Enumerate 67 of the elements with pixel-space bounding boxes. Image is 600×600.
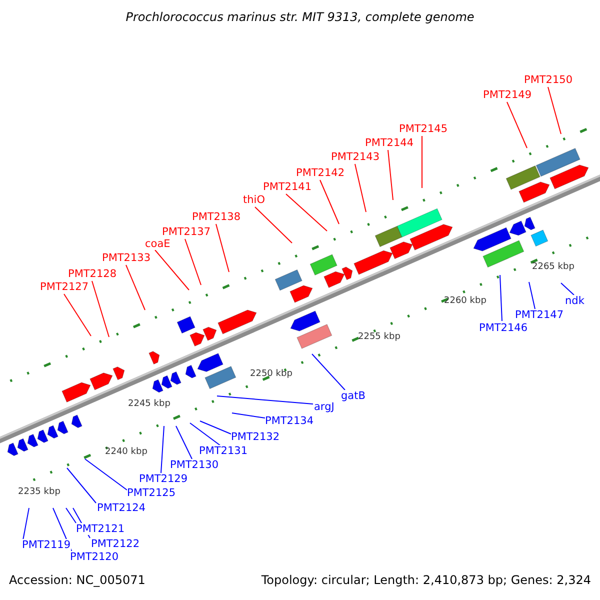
scale-label: 2250 kbp — [250, 368, 292, 380]
title: Prochlorococcus marinus str. MIT 9313, complete genome — [124, 11, 476, 23]
gene-label: thiO — [243, 194, 265, 206]
leader-line — [84, 458, 128, 490]
leader-line — [160, 426, 164, 474]
gene-label: PMT2131 — [199, 445, 248, 457]
scale-label: 2240 kbp — [105, 446, 148, 458]
gene-label: PMT2134 — [265, 415, 314, 427]
gene-label: PMT2122 — [91, 538, 140, 550]
gene-label: PMT2125 — [127, 487, 176, 499]
leader-line — [184, 238, 202, 286]
leader-line — [66, 468, 96, 504]
scale-label: 2255 kbp — [358, 331, 400, 343]
gene-label: PMT2144 — [365, 137, 414, 149]
gene-label: PMT2129 — [139, 473, 188, 485]
leader-line — [176, 426, 192, 460]
scale-label: 2260 kbp — [444, 295, 486, 307]
leader-line — [528, 282, 536, 310]
gene-label: PMT2145 — [399, 123, 448, 135]
leader-line — [500, 274, 502, 322]
leader-line — [154, 250, 190, 290]
leader-line — [254, 206, 292, 244]
leader-line — [216, 396, 314, 404]
gene-label: PMT2128 — [68, 268, 117, 280]
scale-label: 2235 kbp — [18, 486, 60, 498]
gene-label: PMT2143 — [331, 151, 380, 163]
gene-label: PMT2150 — [524, 74, 573, 86]
gene-label: PMT2120 — [70, 551, 119, 563]
gene-label: argJ — [314, 401, 334, 413]
scale-label: 2265 kbp — [532, 261, 574, 273]
leader-line — [126, 264, 146, 310]
leader-line — [232, 412, 266, 418]
gene-label: PMT2121 — [76, 523, 125, 535]
scale-label: 2245 kbp — [128, 398, 170, 410]
leader-line — [92, 280, 110, 338]
gene-label: PMT2137 — [162, 226, 211, 238]
gene-label: PMT2119 — [22, 539, 71, 551]
gene-label: PMT2133 — [102, 252, 151, 264]
gene-label: ndk — [565, 295, 584, 307]
gene-label: PMT2132 — [231, 431, 280, 443]
leader-line — [312, 354, 346, 390]
footer-text: Topology: circular; Length: 2,410,873 bp; Genes: 2,324 — [261, 574, 591, 586]
gene-label: PMT2149 — [483, 89, 532, 101]
leader-line — [286, 194, 328, 232]
gene-label: PMT2142 — [296, 167, 345, 179]
leader-line — [320, 180, 340, 224]
gene-label: gatB — [341, 390, 366, 402]
leader-line — [548, 86, 562, 134]
leader-line — [190, 422, 222, 446]
gene-label: PMT2130 — [170, 459, 219, 471]
leader-line — [506, 102, 528, 148]
leader-line — [66, 508, 76, 524]
gene-label: PMT2124 — [97, 502, 146, 514]
leader-line — [200, 420, 232, 434]
gene-label: PMT2146 — [479, 322, 528, 334]
leader-line — [560, 282, 574, 296]
gene-label: PMT2147 — [515, 309, 564, 321]
leader-line — [354, 164, 366, 212]
gene-label: PMT2138 — [192, 211, 241, 223]
footer-text: Accession: NC_005071 — [9, 574, 146, 586]
gene-label: PMT2127 — [40, 281, 89, 293]
leader-line — [22, 508, 30, 540]
gene-label: PMT2141 — [263, 181, 312, 193]
leader-line — [388, 150, 394, 200]
gene-label: coaE — [145, 238, 170, 250]
leader-line — [64, 294, 92, 336]
leader-line — [216, 224, 230, 272]
